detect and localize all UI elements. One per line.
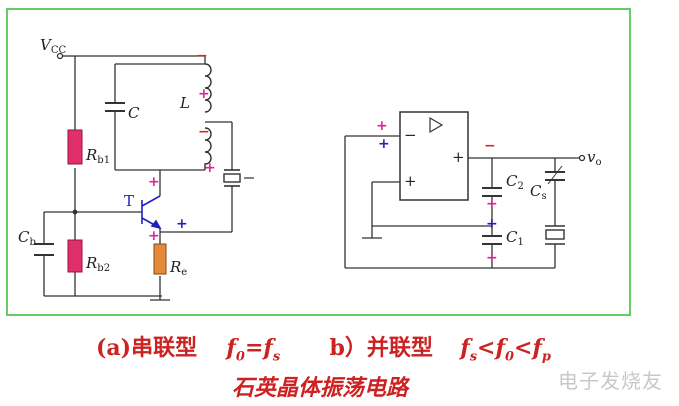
label-cs: Cs (530, 182, 547, 202)
polarity-plus: + (378, 136, 390, 152)
polarity-plus: + (486, 216, 498, 232)
label-l: L (179, 94, 190, 112)
op-amp (399, 111, 469, 201)
capacitor-c2 (482, 187, 502, 197)
resistor-re (153, 243, 167, 275)
wires-left (43, 55, 233, 301)
capacitor-cb (34, 243, 54, 256)
caption-f0-a: f0 (226, 335, 245, 365)
vcc-terminal (56, 52, 64, 60)
caption-formula: (a)串联型 f0=fs b）并联型 fs<f0<fp (96, 330, 636, 364)
caption-title: 石英晶体振荡电路 (232, 375, 409, 401)
polarity-plus: + (176, 216, 188, 232)
transistor-t (141, 195, 162, 230)
polarity-plus: + (198, 86, 210, 102)
capacitor-c1 (482, 235, 502, 245)
label-c2: C2 (506, 172, 524, 192)
opamp-plus-out: + (452, 148, 465, 166)
polarity-plus: + (486, 196, 498, 212)
junction-dot (72, 209, 78, 215)
caption-fs-a: fs (263, 335, 281, 365)
crystal-left (223, 169, 254, 187)
caption-lt1: < (477, 335, 496, 361)
opamp-minus: − (404, 126, 417, 144)
label-c: C (128, 104, 140, 122)
caption-part-a: (a)串联型 (96, 335, 198, 361)
caption-fs-b: fs (460, 335, 478, 365)
watermark: 电子发烧友 (558, 369, 663, 393)
wires-right (344, 135, 580, 269)
label-vcc: VCC (40, 36, 66, 56)
polarity-plus: + (376, 118, 388, 134)
label-cb: Cb (18, 228, 36, 248)
polarity-minus: − (196, 48, 208, 64)
inductor-l (204, 63, 212, 170)
label-c1: C1 (506, 228, 524, 248)
caption-lt2: < (514, 335, 533, 361)
capacitor-c (105, 102, 125, 112)
label-rb2: Rb2 (85, 254, 110, 274)
label-re: Re (169, 258, 187, 278)
caption-eq: = (244, 335, 264, 361)
caption-f0-b: f0 (495, 335, 514, 365)
polarity-minus: − (198, 124, 210, 140)
opamp-plus-in: + (404, 172, 417, 190)
polarity-minus: − (484, 138, 496, 154)
polarity-plus: + (148, 228, 160, 244)
polarity-plus: + (204, 160, 216, 176)
caption-part-b: b）并联型 (329, 335, 433, 361)
label-t: T (124, 192, 134, 210)
resistor-rb2 (67, 239, 83, 273)
label-vo: vo (587, 148, 602, 168)
figure-frame (6, 8, 631, 316)
resistor-rb1 (67, 129, 83, 165)
capacitor-cs (545, 165, 565, 185)
caption-fp-b: fp (532, 335, 551, 365)
crystal-right (545, 225, 565, 245)
vo-terminal (578, 154, 586, 162)
polarity-plus: + (486, 250, 498, 266)
label-rb1: Rb1 (85, 146, 110, 166)
polarity-plus: + (148, 174, 160, 190)
